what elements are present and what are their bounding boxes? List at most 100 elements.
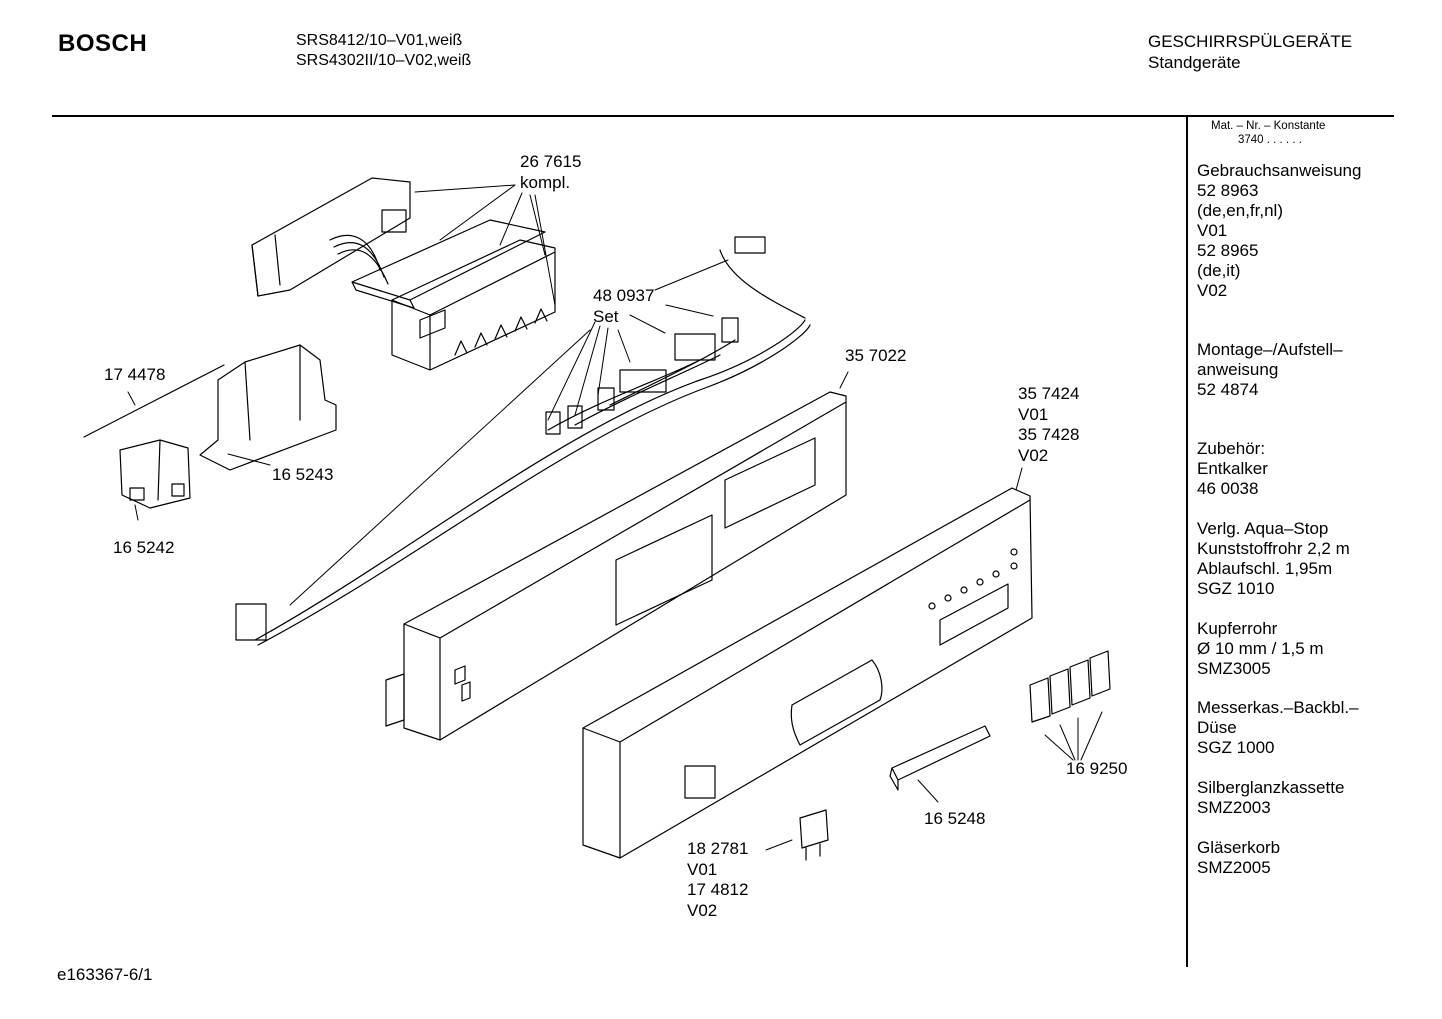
sidebar-line: 46 0038 — [1197, 479, 1259, 498]
matnr-value: 3740 . . . . . . — [1238, 134, 1302, 146]
switch-body — [119, 439, 191, 509]
module-clips — [454, 308, 548, 356]
sidebar-line: SMZ2005 — [1197, 858, 1271, 877]
switch-terminal — [171, 483, 185, 497]
panel-frame-window — [724, 437, 816, 529]
sidebar-line: (de,it) — [1197, 261, 1241, 280]
leader-lines — [127, 184, 1103, 851]
sidebar-section-silver: Silberglanzkassette SMZ2003 — [1197, 778, 1344, 818]
sidebar-line: Ø 10 mm / 1,5 m — [1197, 639, 1324, 658]
sidebar-line: Montage–/Aufstell– — [1197, 340, 1343, 359]
part-number: 26 7615 — [520, 152, 582, 171]
part-note: kompl. — [520, 172, 571, 192]
small-switch-drawing — [799, 809, 829, 861]
fascia-button — [1010, 548, 1018, 556]
category-subtitle: Standgeräte — [1148, 53, 1241, 72]
holder-body — [199, 344, 337, 471]
harness-branch-wires — [547, 249, 806, 431]
panel-frame-drawing — [385, 391, 847, 741]
sidebar-line: Kunststoffrohr 2,2 m — [1197, 539, 1350, 558]
part-label-174478: 17 4478 — [104, 365, 166, 384]
harness-connector — [567, 405, 583, 429]
sidebar-line: 52 4874 — [1197, 380, 1259, 399]
sidebar-line: Verlg. Aqua–Stop — [1197, 519, 1329, 538]
matnr-block: Mat. – Nr. – Konstante 3740 . . . . . . — [1211, 119, 1325, 147]
fascia-outline — [582, 487, 1033, 859]
part-number: 35 7428 — [1018, 425, 1080, 444]
model-list: SRS8412/10–V01,weiß SRS4302II/10–V02,wei… — [296, 31, 471, 71]
module-circuit-board — [351, 219, 546, 309]
fascia-button — [928, 602, 936, 610]
fascia-button — [992, 570, 1000, 578]
sidebar-divider — [1186, 117, 1188, 967]
part-variant: V01 — [1018, 404, 1049, 424]
pushbutton-body — [1029, 677, 1051, 723]
module-display-window — [419, 309, 446, 339]
panel-frame-slot — [454, 665, 471, 702]
sidebar-line: Entkalker — [1197, 459, 1268, 478]
harness-top-plug — [734, 236, 766, 254]
part-label-480937: 48 0937 Set — [593, 286, 654, 327]
part-number: 17 4812 — [687, 880, 749, 899]
header-divider — [52, 115, 1394, 117]
harness-connector — [597, 387, 615, 411]
harness-connector — [721, 317, 739, 343]
sidebar-line: Gebrauchsanweisung — [1197, 161, 1362, 180]
part-variant: V02 — [687, 900, 718, 920]
part-number: 18 2781 — [687, 839, 749, 858]
pushbuttons-drawing — [1029, 650, 1111, 723]
pushbutton-body — [1089, 650, 1111, 697]
exploded-diagram — [83, 177, 1111, 861]
sidebar-section-nozzle: Messerkas.–Backbl.– Düse SGZ 1000 — [1197, 698, 1359, 758]
switch-terminal — [129, 487, 145, 501]
sidebar-line: Gläserkorb — [1197, 838, 1281, 857]
part-label-165243: 16 5243 — [272, 465, 334, 484]
module-front-housing — [391, 239, 556, 371]
fascia-drawing — [582, 487, 1033, 859]
pushbutton-body — [1069, 659, 1091, 706]
sidebar-section-aquastop: Verlg. Aqua–Stop Kunststoffrohr 2,2 m Ab… — [1197, 519, 1350, 599]
wiring-harness-drawing — [235, 236, 811, 646]
brand-logo: BOSCH — [58, 30, 148, 57]
sidebar-line: Ablaufschl. 1,95m — [1197, 559, 1333, 578]
fascia-button — [1010, 562, 1018, 570]
sidebar-line: Silberglanzkassette — [1197, 778, 1345, 797]
sidebar-line: SGZ 1000 — [1197, 738, 1275, 757]
harness-connector — [619, 369, 667, 393]
sidebar-section-copper: Kupferrohr Ø 10 mm / 1,5 m SMZ3005 — [1197, 619, 1324, 679]
part-variant: V01 — [687, 859, 718, 879]
fascia-switch-window — [684, 765, 716, 799]
module-transformer — [381, 209, 407, 233]
sidebar-line: V02 — [1197, 281, 1228, 300]
part-label-169250: 16 9250 — [1066, 759, 1128, 778]
sidebar-line: 52 8963 — [1197, 181, 1259, 200]
document-id: e163367-6/1 — [57, 965, 153, 984]
sidebar-line: Kupferrohr — [1197, 619, 1278, 638]
fascia-button — [976, 578, 984, 586]
harness-connector — [545, 411, 561, 435]
model-line: SRS8412/10–V01,weiß — [296, 32, 463, 49]
part-label-357022: 35 7022 — [845, 346, 907, 365]
sidebar-line: Düse — [1197, 718, 1237, 737]
category-block: GESCHIRRSPÜLGERÄTE Standgeräte — [1148, 31, 1352, 73]
sidebar-line: SMZ3005 — [1197, 659, 1271, 678]
fascia-button — [944, 594, 952, 602]
fascia-display — [939, 583, 1009, 646]
fascia-handle — [790, 659, 883, 746]
sidebar-line: SMZ2003 — [1197, 798, 1271, 817]
harness-main-wires — [254, 319, 811, 646]
sidebar-line: SGZ 1010 — [1197, 579, 1275, 598]
sidebar-section-glass: Gläserkorb SMZ2005 — [1197, 838, 1280, 878]
holder-rod — [83, 364, 225, 438]
panel-frame-tab — [385, 673, 405, 727]
panel-frame-outline — [403, 391, 847, 741]
sidebar-line: (de,en,fr,nl) — [1197, 201, 1283, 220]
sidebar-line: Zubehör: — [1197, 439, 1266, 458]
sidebar-line: 52 8965 — [1197, 241, 1259, 260]
part-label-267615: 26 7615 kompl. — [520, 152, 581, 193]
fascia-button — [960, 586, 968, 594]
sidebar-section-accessory: Zubehör: Entkalker 46 0038 — [1197, 439, 1268, 499]
harness-connector — [674, 333, 716, 361]
sidebar-line: Messerkas.–Backbl.– — [1197, 698, 1359, 717]
part-label-165242: 16 5242 — [113, 538, 175, 557]
